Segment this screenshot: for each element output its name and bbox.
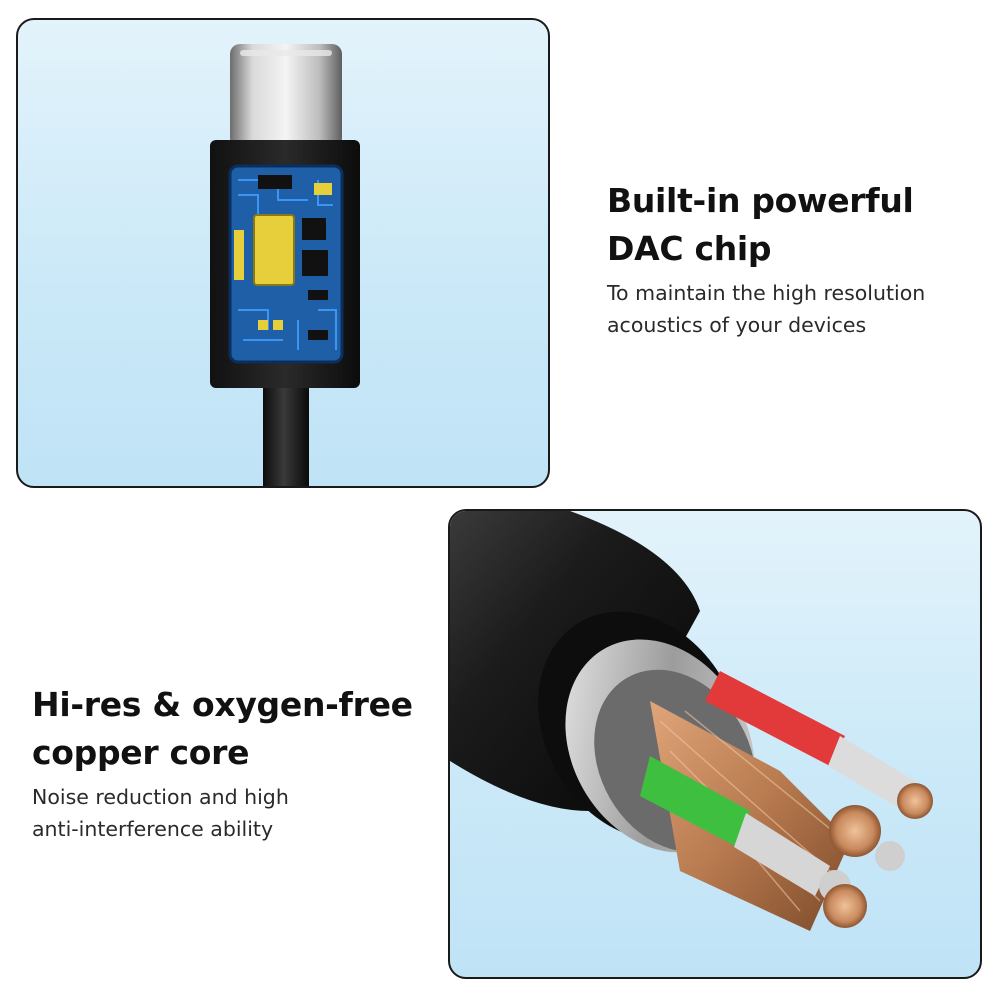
usb-c-connector-illustration [210, 44, 360, 486]
feature-title-line: DAC chip [607, 229, 772, 268]
feature-dac-chip: Built-in powerful DAC chip To maintain t… [607, 177, 987, 341]
feature-title: Built-in powerful DAC chip [607, 177, 987, 273]
feature-title-line: Hi-res & oxygen-free [32, 685, 413, 724]
feature-description: To maintain the high resolution acoustic… [607, 277, 987, 341]
copper-core-image-panel [448, 509, 982, 979]
green-insulated-wire [640, 756, 750, 846]
feature-description-line: Noise reduction and high [32, 785, 289, 809]
copper-strand-end [897, 783, 933, 819]
feature-title-line: copper core [32, 733, 250, 772]
feature-description-line: To maintain the high resolution [607, 281, 926, 305]
usb-c-plug-metal [230, 44, 342, 148]
cable-cross-section-illustration [450, 511, 933, 931]
feature-title-line: Built-in powerful [607, 181, 914, 220]
cord-segment [263, 380, 309, 486]
feature-description: Noise reduction and high anti-interferen… [32, 781, 432, 845]
feature-title: Hi-res & oxygen-free copper core [32, 681, 432, 777]
feature-copper-core: Hi-res & oxygen-free copper core Noise r… [32, 681, 432, 845]
red-insulated-wire [705, 671, 845, 766]
feature-description-line: anti-interference ability [32, 817, 274, 841]
usb-c-dac-image-panel [16, 18, 550, 488]
copper-strand-end [823, 884, 867, 928]
copper-strand-end [829, 805, 881, 857]
feature-description-line: acoustics of your devices [607, 313, 867, 337]
dac-chip [253, 214, 295, 286]
